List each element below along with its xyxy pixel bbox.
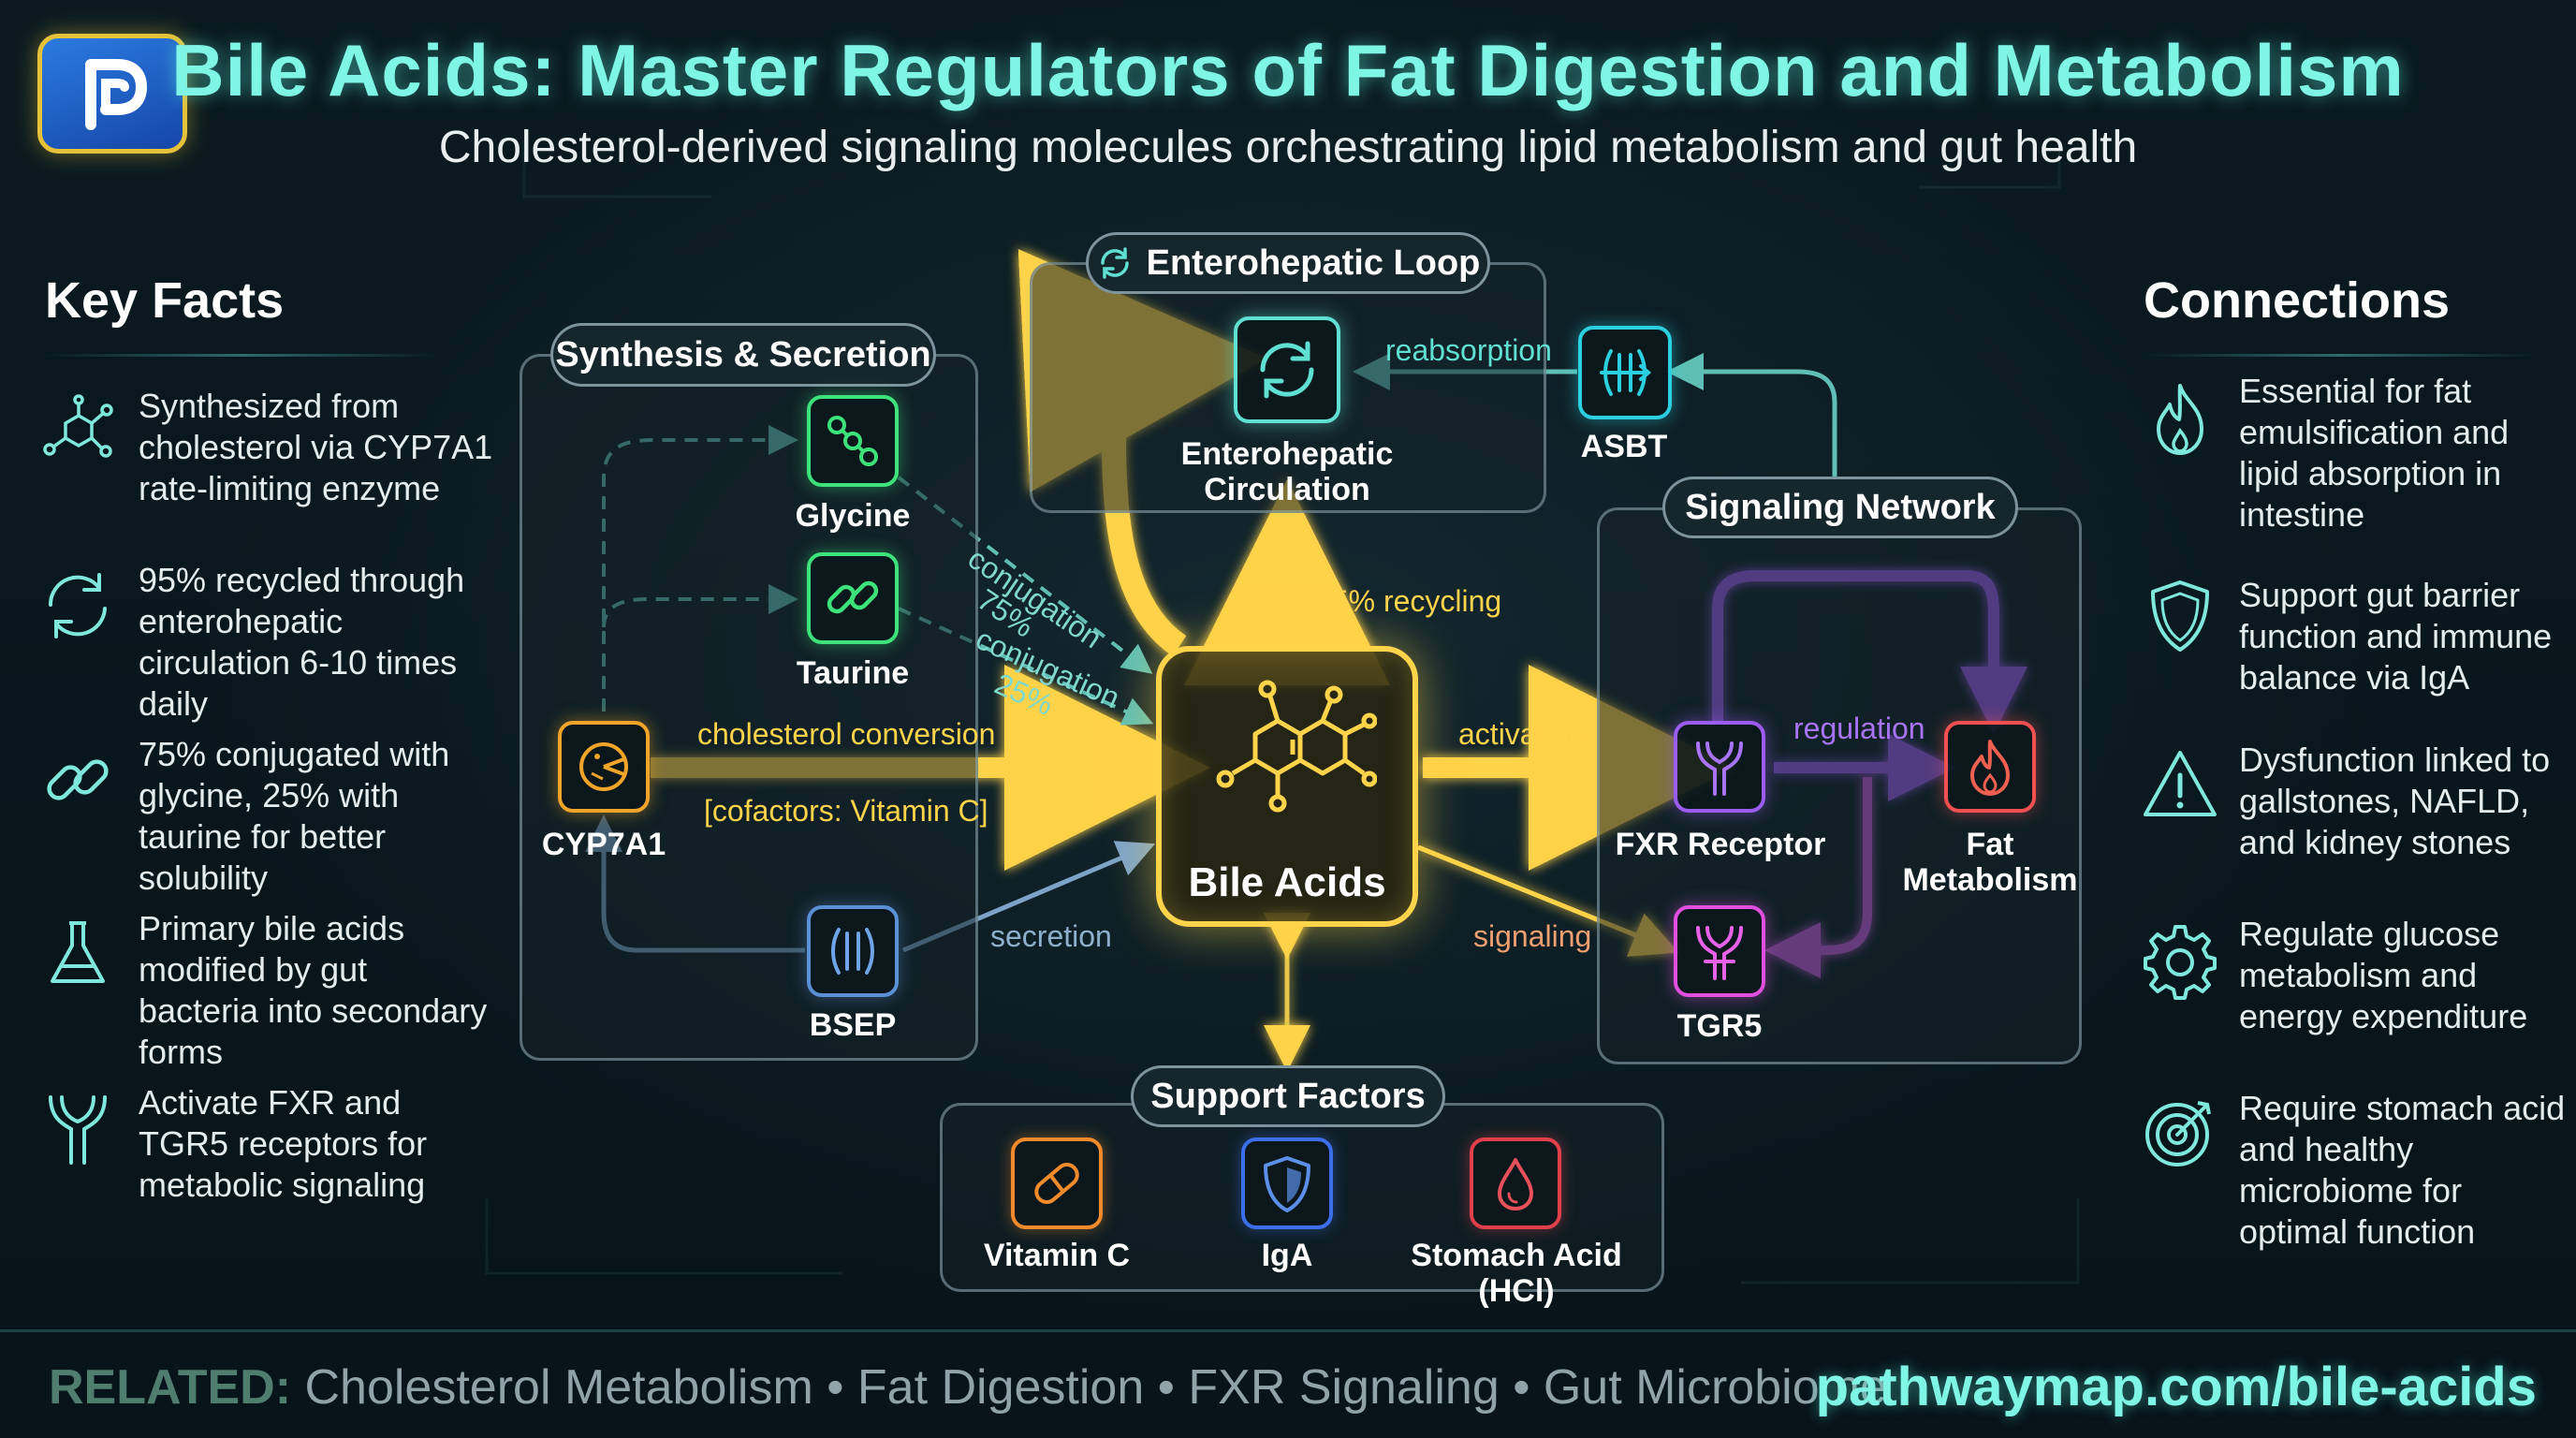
cycle-icon	[1260, 341, 1314, 399]
refresh-icon	[1100, 247, 1129, 279]
pill-icon	[1034, 1163, 1079, 1204]
asbt-label: ASBT	[1580, 429, 1668, 464]
iga-label: IgA	[1261, 1238, 1313, 1273]
receptor-icon	[1696, 926, 1743, 980]
glycine-node[interactable]	[807, 395, 899, 487]
bile-acids-node[interactable]: Bile Acids	[1156, 646, 1418, 927]
key-fact-text: 75% conjugated with glycine, 25% with ta…	[139, 735, 450, 897]
connection-text: Require stomach acid and healthy microbi…	[2239, 1089, 2566, 1251]
edge-label-recycling: 95% recycling	[1315, 584, 1502, 618]
taurine-label: Taurine	[796, 655, 910, 691]
bile-acids-label: Bile Acids	[1188, 859, 1386, 905]
transporter-icon	[1600, 349, 1652, 396]
synthesis-group	[520, 354, 978, 1061]
cyp7a1-node[interactable]	[558, 721, 650, 813]
asbt-node[interactable]	[1578, 326, 1672, 419]
link-icon	[47, 759, 109, 800]
enterohepatic-circulation-label: Enterohepatic Circulation	[1161, 436, 1413, 507]
steroid-molecule-icon	[1216, 680, 1377, 813]
support-title: Support Factors	[1131, 1065, 1445, 1127]
glycine-label: Glycine	[795, 498, 911, 534]
cyp7a1-label: CYP7A1	[541, 827, 666, 862]
molecule-icon	[43, 394, 113, 458]
key-fact-text: Primary bile acids modified by gut bacte…	[139, 909, 488, 1071]
vitamin-c-label: Vitamin C	[983, 1238, 1131, 1273]
fxr-receptor-node[interactable]	[1674, 721, 1765, 813]
edge-label-secretion: secretion	[990, 919, 1112, 953]
enterohepatic-label-line1: Enterohepatic	[1180, 436, 1394, 472]
stomach-acid-label: Stomach Acid (HCl)	[1411, 1238, 1622, 1309]
key-fact-text: Synthesized from cholesterol via CYP7A1 …	[139, 387, 493, 507]
circuit-decoration	[485, 140, 2080, 1284]
gear-icon	[2144, 925, 2217, 1000]
fat-metabolism-label: Fat Metabolism	[1896, 827, 2084, 898]
fxr-receptor-label: FXR Receptor	[1615, 827, 1826, 862]
chain-link-icon	[827, 580, 879, 614]
tgr5-label: TGR5	[1676, 1008, 1763, 1044]
iga-node[interactable]	[1241, 1137, 1333, 1229]
related-items[interactable]: Cholesterol Metabolism • Fat Digestion •…	[304, 1360, 1887, 1415]
connections-heading: Connections	[2144, 272, 2451, 329]
footer-url-link[interactable]: pathwaymap.com/bile-acids	[1815, 1357, 2537, 1417]
shield-icon	[1264, 1156, 1310, 1212]
edge-label-activation: activation	[1458, 717, 1586, 751]
flame-icon	[1970, 740, 2010, 796]
enterohepatic-loop-label: Enterohepatic Loop	[1146, 242, 1481, 283]
key-facts-heading: Key Facts	[45, 272, 285, 329]
recycle-icon	[48, 573, 107, 638]
page-subtitle: Cholesterol-derived signaling molecules …	[438, 123, 2138, 172]
pacman-enzyme-icon	[579, 742, 628, 791]
enterohepatic-circulation-node[interactable]	[1234, 316, 1340, 423]
edge-label-regulation: regulation	[1793, 712, 1925, 745]
amino-acid-icon	[827, 416, 878, 466]
signaling-title: Signaling Network	[1662, 477, 2018, 538]
vitamin-c-node[interactable]	[1011, 1137, 1103, 1229]
tgr5-node[interactable]	[1674, 905, 1765, 997]
p-logo-icon	[85, 59, 147, 130]
page-title: Bile Acids: Master Regulators of Fat Dig…	[171, 29, 2405, 111]
connection-text: Support gut barrier function and immune …	[2239, 576, 2553, 697]
logo	[37, 34, 187, 154]
edge-label-reabsorption: reabsorption	[1385, 333, 1552, 367]
enterohepatic-loop-title: Enterohepatic Loop	[1086, 232, 1490, 294]
fat-metabolism-line2: Metabolism	[1902, 862, 2078, 898]
droplet-icon	[1498, 1158, 1533, 1211]
bsep-node[interactable]	[807, 905, 899, 997]
shield-icon	[2151, 580, 2209, 652]
edge-label-cholesterol-conversion: cholesterol conversion	[697, 717, 996, 751]
connections-divider	[2144, 354, 2537, 357]
key-fact-text: 95% recycled through enterohepatic circu…	[139, 561, 465, 723]
fat-metabolism-node[interactable]	[1944, 721, 2036, 813]
synthesis-title: Synthesis & Secretion	[550, 323, 936, 387]
enterohepatic-label-line2: Circulation	[1204, 472, 1370, 507]
warning-icon	[2144, 751, 2217, 816]
taurine-node[interactable]	[807, 552, 899, 644]
key-fact-text: Activate FXR and TGR5 receptors for meta…	[139, 1083, 428, 1204]
bsep-label: BSEP	[809, 1007, 897, 1043]
target-icon	[2145, 1101, 2211, 1167]
flame-icon	[2157, 384, 2203, 455]
fat-metabolism-line1: Fat	[1966, 827, 2014, 862]
flask-icon	[51, 921, 105, 983]
transporter-icon	[831, 928, 874, 975]
connection-text: Dysfunction linked to gallstones, NAFLD,…	[2239, 741, 2551, 861]
key-facts-divider	[45, 354, 438, 357]
receptor-icon	[49, 1095, 107, 1165]
connection-text: Regulate glucose metabolism and energy e…	[2239, 915, 2528, 1035]
footer-divider	[0, 1329, 2576, 1332]
edge-label-signaling: signaling	[1473, 919, 1592, 953]
edge-label-cofactors: [cofactors: Vitamin C]	[704, 794, 988, 828]
connection-text: Essential for fat emulsification and lip…	[2239, 372, 2510, 534]
related-label: RELATED:	[49, 1360, 292, 1415]
related-topics: RELATED: Cholesterol Metabolism • Fat Di…	[49, 1359, 1887, 1416]
stomach-acid-node[interactable]	[1470, 1137, 1561, 1229]
receptor-icon	[1696, 741, 1743, 796]
